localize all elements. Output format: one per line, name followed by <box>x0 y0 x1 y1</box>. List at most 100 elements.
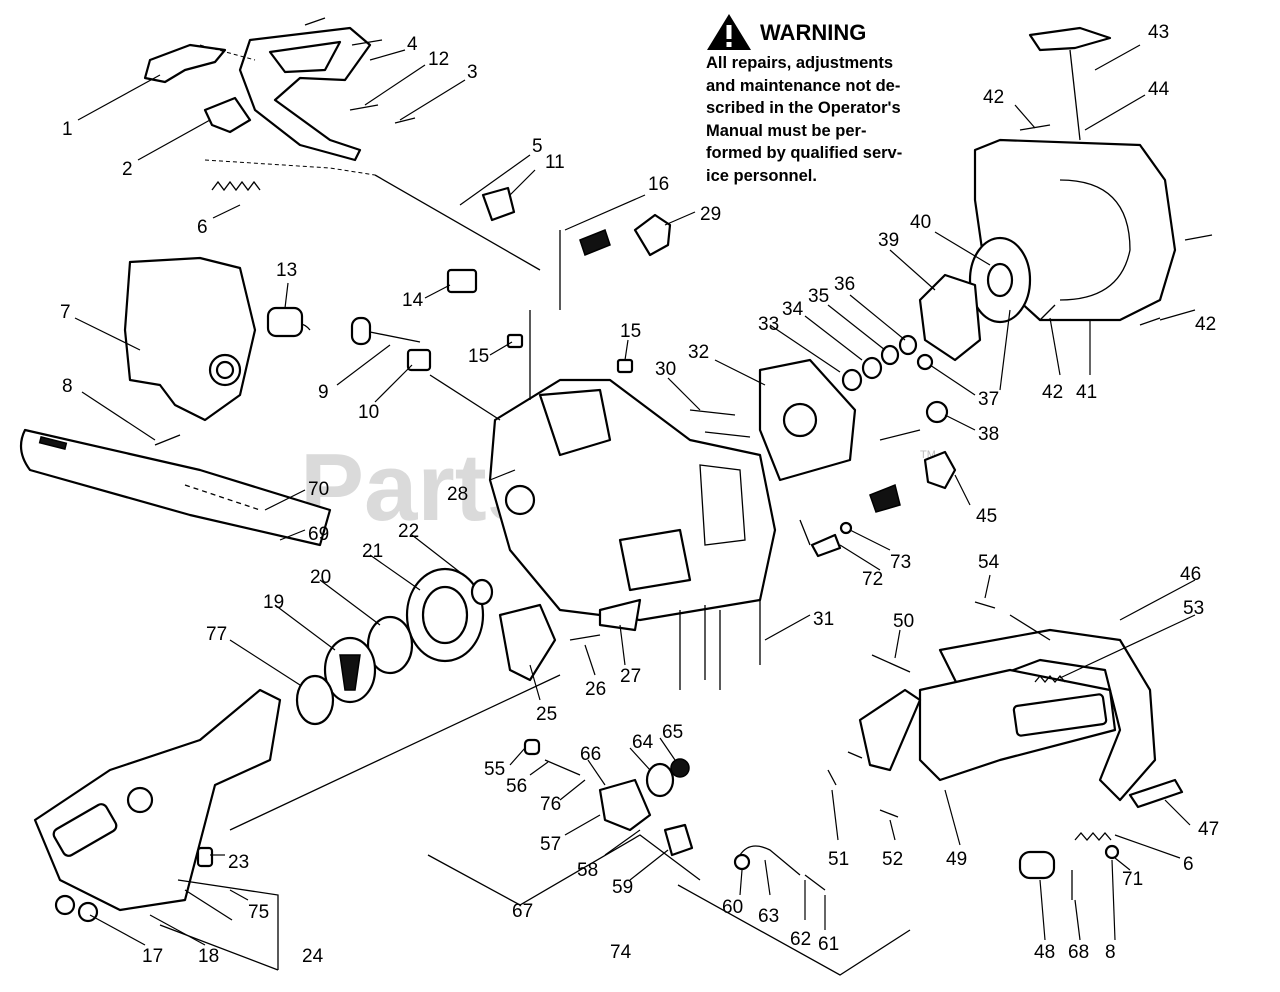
label-21: 21 <box>362 541 383 562</box>
screw-71 <box>1104 844 1120 860</box>
label-42b: 42 <box>1042 382 1063 403</box>
label-25: 25 <box>536 704 557 725</box>
label-42: 42 <box>983 87 1004 108</box>
screw-75 <box>184 889 233 921</box>
screw-26 <box>569 634 601 641</box>
bracket-27 <box>598 598 642 632</box>
label-46: 46 <box>1180 564 1201 585</box>
assembly-lines <box>159 44 1051 976</box>
label-6b: 6 <box>1183 854 1194 875</box>
washer-22 <box>470 578 494 606</box>
label-53: 53 <box>1183 598 1204 619</box>
clutch-drum-21 <box>405 567 485 663</box>
label-32: 32 <box>688 342 709 363</box>
label-47: 47 <box>1198 819 1219 840</box>
label-45: 45 <box>976 506 997 527</box>
label-8b: 8 <box>1105 942 1116 963</box>
switch-14 <box>446 268 478 294</box>
label-22: 22 <box>398 521 419 542</box>
label-15: 15 <box>468 346 489 367</box>
label-13: 13 <box>276 260 297 281</box>
label-73: 73 <box>890 552 911 573</box>
throttle-lockout <box>203 96 252 134</box>
label-52: 52 <box>882 849 903 870</box>
label-16: 16 <box>648 174 669 195</box>
warning-text: All repairs, adjustments and maintenance… <box>706 52 968 187</box>
label-51: 51 <box>828 849 849 870</box>
number-leaders <box>74 44 1196 946</box>
spring-13 <box>266 306 311 338</box>
warning-line: scribed in the Operator's <box>706 99 901 117</box>
label-5: 5 <box>532 136 543 157</box>
label-75: 75 <box>248 902 269 923</box>
label-49: 49 <box>946 849 967 870</box>
screw-8-left <box>154 434 181 446</box>
label-4: 4 <box>407 34 418 55</box>
label-9: 9 <box>318 382 329 403</box>
rear-handle <box>238 26 372 162</box>
handguard <box>858 668 1117 782</box>
label-2: 2 <box>122 159 133 180</box>
screw-3 <box>394 117 416 124</box>
label-63: 63 <box>758 906 779 927</box>
label-77: 77 <box>206 624 227 645</box>
warning-line: All repairs, adjustments <box>706 54 894 72</box>
nut-17 <box>54 894 99 923</box>
label-64: 64 <box>632 732 654 753</box>
warning-line: formed by qualified serv- <box>706 144 903 162</box>
screw-54 <box>974 601 996 609</box>
label-10: 10 <box>358 402 379 423</box>
sleeve-48 <box>1018 850 1056 880</box>
label-27: 27 <box>620 666 641 687</box>
parts-72-73 <box>810 521 853 558</box>
screws-51-52 <box>827 751 899 818</box>
label-1: 1 <box>62 119 73 140</box>
label-34: 34 <box>782 299 804 320</box>
label-62: 62 <box>790 929 811 950</box>
sprocket-cover <box>33 688 282 912</box>
label-61: 61 <box>818 934 839 955</box>
label-20: 20 <box>310 567 331 588</box>
label-30: 30 <box>655 359 676 380</box>
label-26: 26 <box>585 679 606 700</box>
label-8: 8 <box>62 376 73 397</box>
label-37: 37 <box>978 389 999 410</box>
fuel-cap-45 <box>869 450 957 513</box>
label-24: 24 <box>302 946 324 967</box>
label-31: 31 <box>813 609 834 630</box>
nut-10 <box>406 348 432 372</box>
screw-50 <box>871 654 911 673</box>
label-72: 72 <box>862 569 883 590</box>
flywheel-39 <box>918 273 982 362</box>
warning-line: Manual must be per- <box>706 121 867 140</box>
label-60: 60 <box>722 897 743 918</box>
ring-77 <box>295 674 335 726</box>
spring-6-right <box>1074 832 1112 841</box>
washers-33-36 <box>841 334 934 392</box>
label-29: 29 <box>700 204 721 225</box>
label-54: 54 <box>978 552 1000 573</box>
saw-chain <box>184 484 261 511</box>
handle-cover <box>123 256 257 422</box>
screw-top <box>304 17 326 26</box>
throttle-trigger <box>143 43 227 84</box>
label-40: 40 <box>910 212 931 233</box>
label-74: 74 <box>610 942 632 963</box>
spring-6-top <box>211 180 261 192</box>
label-15b: 15 <box>620 321 641 342</box>
label-38: 38 <box>978 424 999 445</box>
label-68: 68 <box>1068 942 1089 963</box>
label-65: 65 <box>662 722 683 743</box>
clip-15a <box>506 333 524 349</box>
plate-25 <box>498 603 557 682</box>
label-3: 3 <box>467 62 478 83</box>
label-12: 12 <box>428 49 449 70</box>
bracket-11 <box>481 186 516 222</box>
spring-38 <box>925 400 949 424</box>
label-71: 71 <box>1122 869 1143 890</box>
label-55: 55 <box>484 759 505 780</box>
label-36: 36 <box>834 274 855 295</box>
label-56: 56 <box>506 776 527 797</box>
